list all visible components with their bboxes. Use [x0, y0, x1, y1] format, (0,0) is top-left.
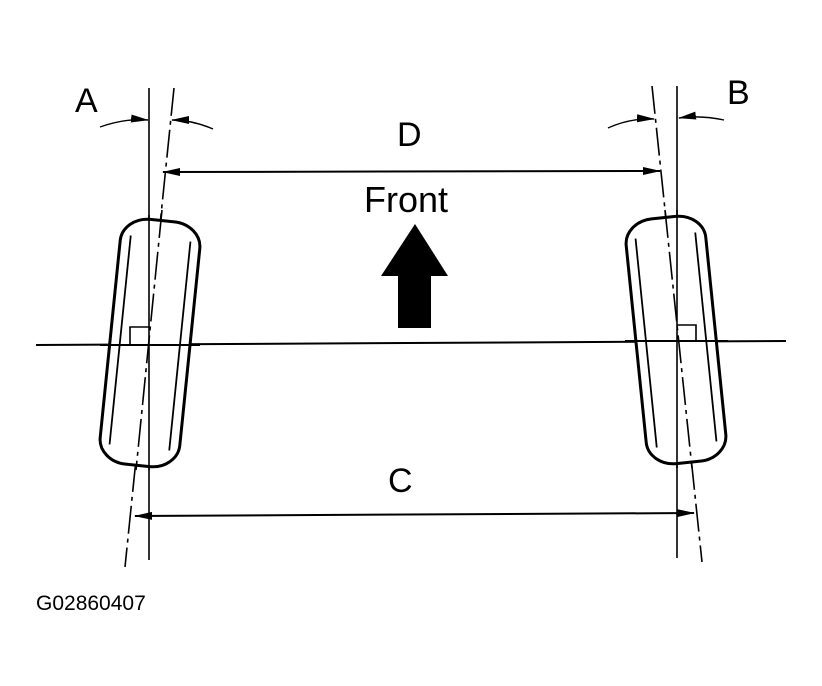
left-wheel-centerline — [124, 87, 175, 568]
right-wheel-centerline — [651, 85, 703, 563]
angle-a-label: A — [75, 82, 98, 120]
arrow-up-icon — [381, 224, 448, 328]
dimension-d-line — [162, 167, 661, 176]
dimension-c-line — [134, 509, 695, 520]
angle-a-arc — [99, 114, 149, 128]
left-tire — [98, 217, 202, 469]
front-label: Front — [364, 179, 449, 220]
dimension-c-label: C — [388, 462, 413, 500]
dimension-d-label: D — [397, 116, 422, 154]
angle-b-label: B — [727, 74, 750, 112]
right-right-angle-marker — [677, 324, 697, 341]
figure-code: G02860407 — [36, 592, 146, 615]
left-right-angle-marker — [129, 326, 149, 345]
angle-b-arc — [607, 114, 655, 129]
